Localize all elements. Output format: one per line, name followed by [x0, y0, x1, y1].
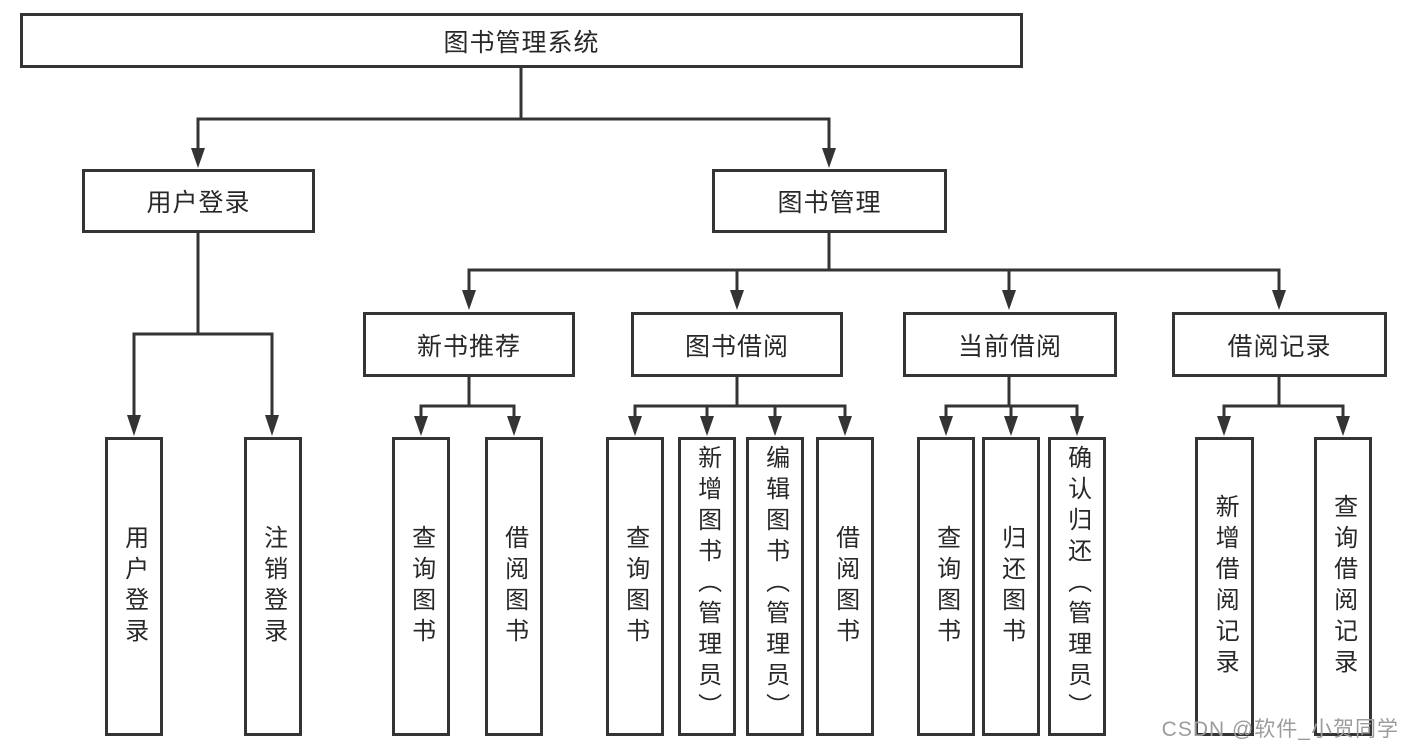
leaf-edit-book-admin: 编辑图书（管理员） [746, 437, 804, 736]
leaf-add-book-admin: 新增图书（管理员） [678, 437, 736, 736]
leaf-borrow-books-borrowing: 借阅图书 [816, 437, 874, 736]
node-label: 用户登录 [146, 189, 251, 217]
node-label: 借阅记录 [1227, 332, 1332, 361]
leaf-query-books-borrowing: 查询图书 [606, 437, 664, 736]
leaf-label: 查询图书 [932, 524, 960, 649]
leaf-label: 归还图书 [997, 524, 1025, 649]
leaf-query-books-current: 查询图书 [917, 437, 975, 736]
leaf-confirm-return-admin: 确认归还（管理员） [1048, 437, 1106, 736]
node-library-management-system: 图书管理系统 [20, 13, 1023, 68]
leaf-label: 确认归还（管理员） [1063, 445, 1091, 724]
leaf-label: 新增图书（管理员） [693, 445, 721, 724]
leaf-label: 编辑图书（管理员） [761, 445, 789, 724]
node-user-login-branch: 用户登录 [82, 169, 315, 233]
leaf-label: 用户登录 [120, 524, 148, 649]
node-book-management-branch: 图书管理 [712, 169, 947, 233]
leaf-query-borrow-record: 查询借阅记录 [1314, 437, 1372, 736]
leaf-label: 查询图书 [407, 524, 435, 649]
leaf-label: 借阅图书 [500, 524, 528, 649]
node-borrowing-records: 借阅记录 [1172, 312, 1387, 377]
csdn-watermark: CSDN @软件_小贺同学 [1161, 718, 1399, 741]
node-book-borrowing: 图书借阅 [631, 312, 843, 377]
node-label: 图书管理 [777, 189, 882, 217]
leaf-borrow-books-recommend: 借阅图书 [485, 437, 543, 736]
leaf-add-borrow-record: 新增借阅记录 [1195, 437, 1254, 736]
leaf-query-books-recommend: 查询图书 [392, 437, 450, 736]
leaf-logout: 注销登录 [244, 437, 302, 736]
leaf-label: 新增借阅记录 [1211, 493, 1239, 680]
node-label: 图书借阅 [684, 332, 789, 361]
leaf-user-login: 用户登录 [105, 437, 163, 736]
node-label: 图书管理系统 [443, 28, 600, 57]
node-current-borrowing: 当前借阅 [903, 312, 1117, 377]
leaf-label: 借阅图书 [831, 524, 859, 649]
leaf-return-book: 归还图书 [982, 437, 1040, 736]
node-label: 新书推荐 [416, 332, 521, 361]
node-new-book-recommend: 新书推荐 [363, 312, 575, 377]
leaf-label: 查询图书 [621, 524, 649, 649]
leaf-label: 查询借阅记录 [1329, 493, 1357, 680]
node-label: 当前借阅 [957, 332, 1062, 361]
leaf-label: 注销登录 [259, 524, 287, 649]
